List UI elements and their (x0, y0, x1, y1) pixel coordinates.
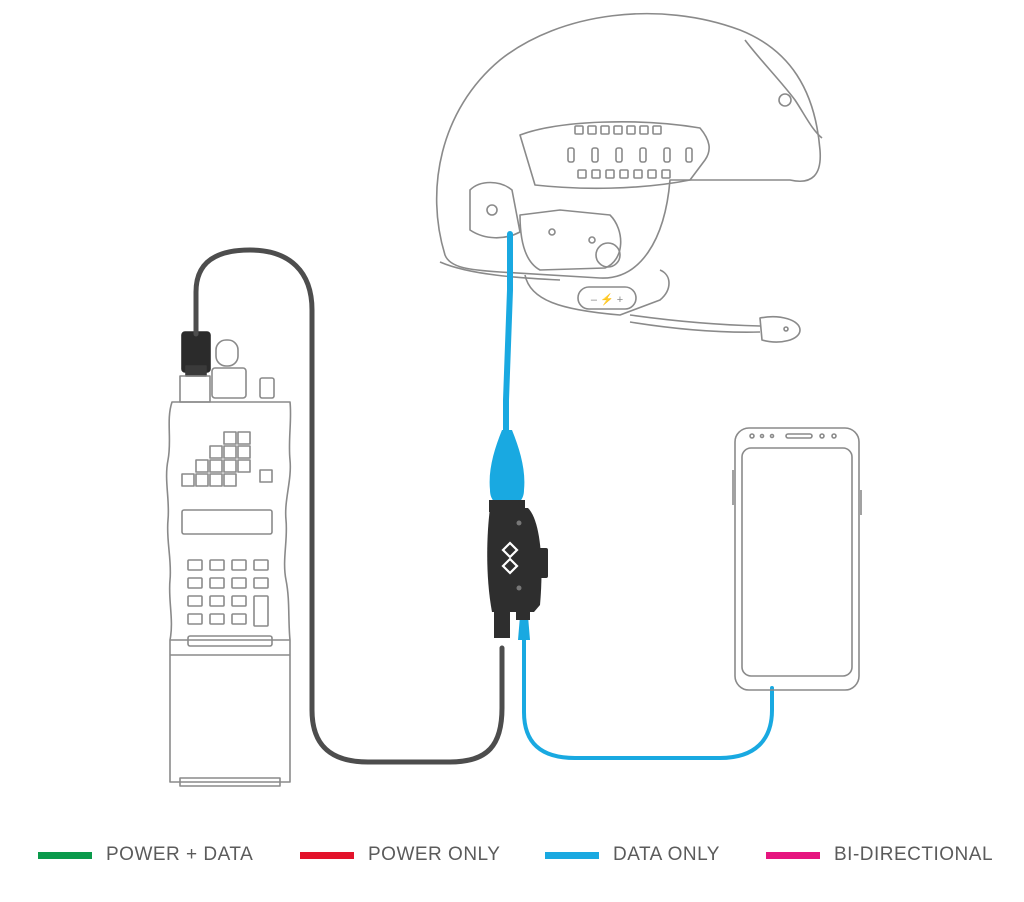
legend-swatch-data-only (545, 852, 599, 859)
legend-label-bi-directional: BI-DIRECTIONAL (834, 844, 993, 866)
radio-icon (167, 332, 291, 786)
legend-item-power-data: POWER + DATA (38, 838, 253, 872)
radio-cable (196, 250, 502, 762)
legend-label-power-data: POWER + DATA (106, 844, 253, 866)
legend-item-power-only: POWER ONLY (300, 838, 500, 872)
legend-item-bi-directional: BI-DIRECTIONAL (766, 838, 993, 872)
legend-label-data-only: DATA ONLY (613, 844, 720, 866)
data-cable-connector (490, 430, 525, 506)
data-cable (506, 234, 772, 758)
legend-swatch-power-only (300, 852, 354, 859)
helmet-volume-label: – ⚡ + (591, 293, 623, 306)
legend-swatch-bi-directional (766, 852, 820, 859)
legend-item-data-only: DATA ONLY (545, 838, 720, 872)
helmet-icon: – ⚡ + (437, 14, 822, 342)
smartphone-icon (733, 428, 861, 690)
rail-slots (568, 126, 692, 178)
hub-icon (487, 500, 548, 638)
legend-swatch-power-data (38, 852, 92, 859)
radio-pixel-logo (182, 432, 272, 486)
legend-label-power-only: POWER ONLY (368, 844, 500, 866)
legend: POWER + DATA POWER ONLY DATA ONLY BI-DIR… (0, 838, 1024, 872)
radio-keypad (188, 560, 268, 626)
